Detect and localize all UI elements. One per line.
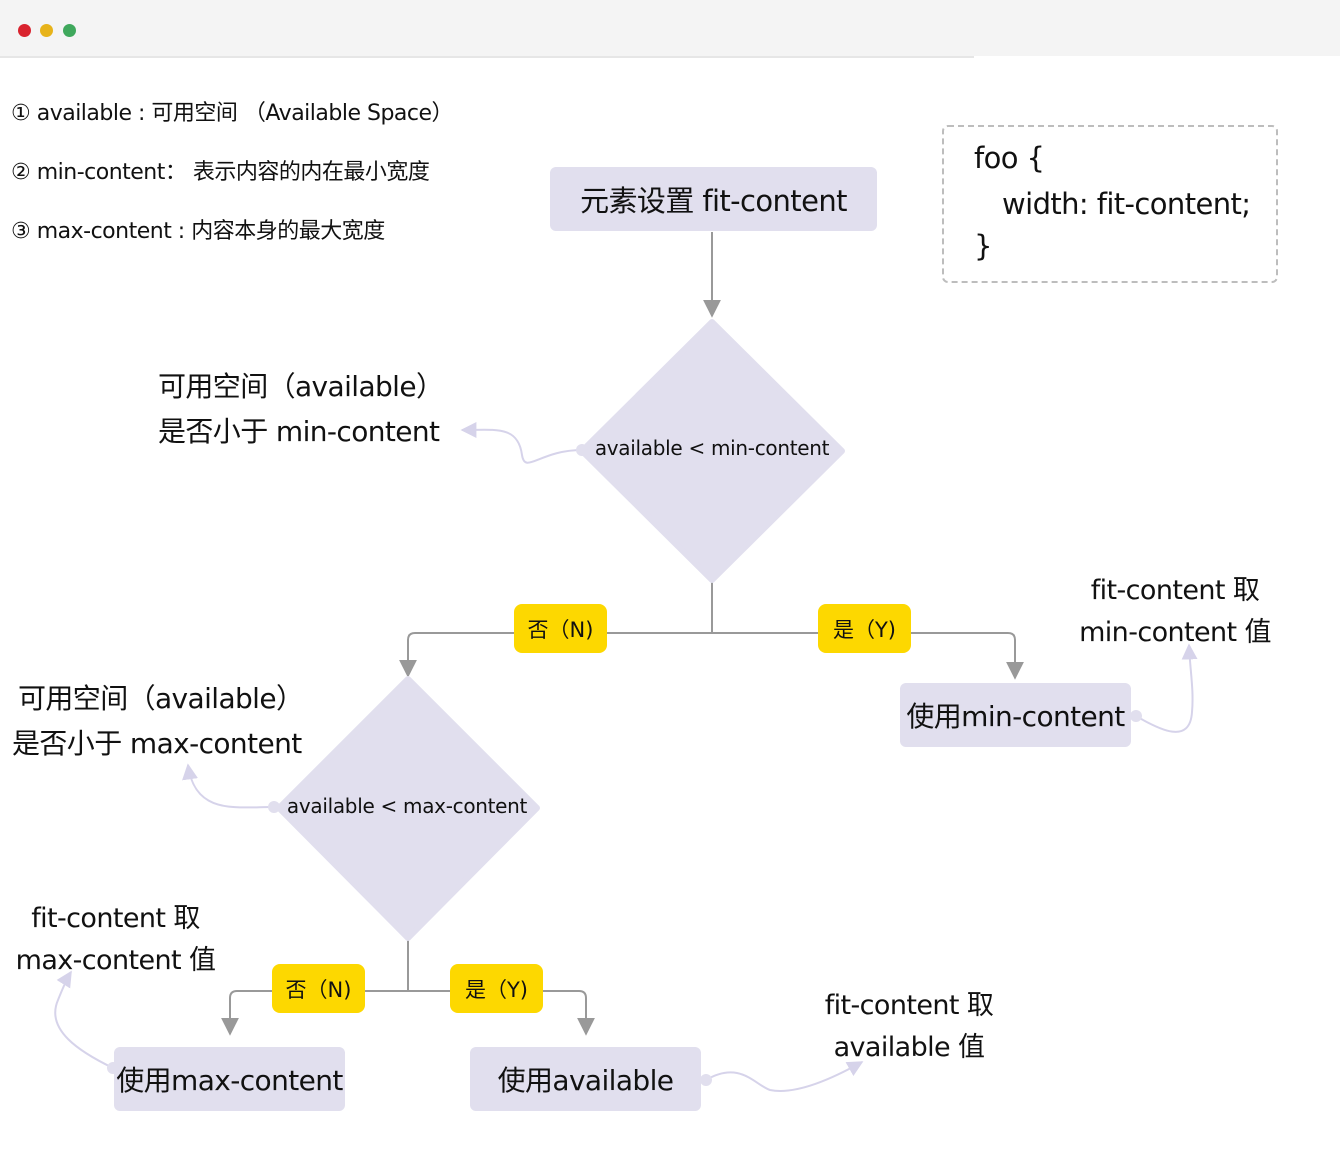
decision1-label: available < min-content <box>594 436 830 460</box>
note-connector-decision1 <box>460 421 583 464</box>
decision1-diamond <box>579 319 845 583</box>
note-available: fit-content 取 available 值 <box>805 985 1013 1069</box>
note-decision2-line1: 可用空间（available） <box>18 682 304 715</box>
note-max-line2: max-content 值 <box>15 945 216 976</box>
note-decision1: 可用空间（available） 是否小于 min-content <box>158 364 444 454</box>
code-line-declaration: width: fit-content; <box>1002 187 1251 221</box>
edge-label-no-1: 否（N) <box>514 604 607 653</box>
port-dot <box>700 1074 712 1086</box>
note-decision2-line2: 是否小于 max-content <box>12 727 302 760</box>
minimize-dot-icon[interactable] <box>40 24 53 37</box>
note-min-content: fit-content 取 min-content 值 <box>1070 570 1280 654</box>
port-dot <box>268 801 280 813</box>
port-dot <box>576 444 588 456</box>
edge-label-no-2: 否（N) <box>272 964 365 1013</box>
use-max-content-node: 使用max-content <box>114 1047 345 1111</box>
legend-item-available: ① available : 可用空间 （Available Space） <box>11 101 454 126</box>
use-available-node: 使用available <box>470 1047 701 1111</box>
edge-label-yes-2: 是（Y) <box>450 964 543 1013</box>
close-dot-icon[interactable] <box>18 24 31 37</box>
note-max-line1: fit-content 取 <box>31 903 200 934</box>
use-min-content-node: 使用min-content <box>900 683 1131 747</box>
note-max-content: fit-content 取 max-content 值 <box>8 898 223 982</box>
legend-item-max-content: ③ max-content : 内容本身的最大宽度 <box>11 219 385 244</box>
code-snippet: foo { width: fit-content; } <box>942 125 1278 283</box>
decision2-diamond <box>276 676 540 941</box>
window-titlebar <box>0 0 1340 56</box>
edge-decision2-yes <box>408 990 595 1036</box>
note-min-line1: fit-content 取 <box>1090 575 1260 606</box>
note-connector-max <box>54 970 114 1069</box>
edge-label-yes-1: 是（Y) <box>818 604 911 653</box>
note-connector-min <box>1135 643 1198 733</box>
start-node: 元素设置 fit-content <box>550 167 877 231</box>
decision2-label: available < max-content <box>286 794 528 818</box>
note-available-line2: available 值 <box>833 1032 985 1063</box>
edge-decision1-no <box>399 632 712 678</box>
note-connector-decision2 <box>182 763 275 809</box>
note-decision1-line1: 可用空间（available） <box>158 370 444 403</box>
edge-decision2-no <box>221 990 408 1036</box>
edge-decision1-yes <box>712 632 1024 680</box>
maximize-dot-icon[interactable] <box>63 24 76 37</box>
code-line-selector: foo { <box>974 141 1045 175</box>
note-connector-available <box>705 1061 864 1092</box>
note-available-line1: fit-content 取 <box>824 990 994 1021</box>
code-line-close: } <box>974 229 992 263</box>
legend-item-min-content: ② min-content： 表示内容的内在最小宽度 <box>11 160 430 185</box>
note-min-line2: min-content 值 <box>1079 617 1271 648</box>
note-decision1-line2: 是否小于 min-content <box>158 415 440 448</box>
titlebar-divider <box>0 56 974 58</box>
note-decision2: 可用空间（available） 是否小于 max-content <box>12 676 304 766</box>
port-dot <box>1130 710 1142 722</box>
